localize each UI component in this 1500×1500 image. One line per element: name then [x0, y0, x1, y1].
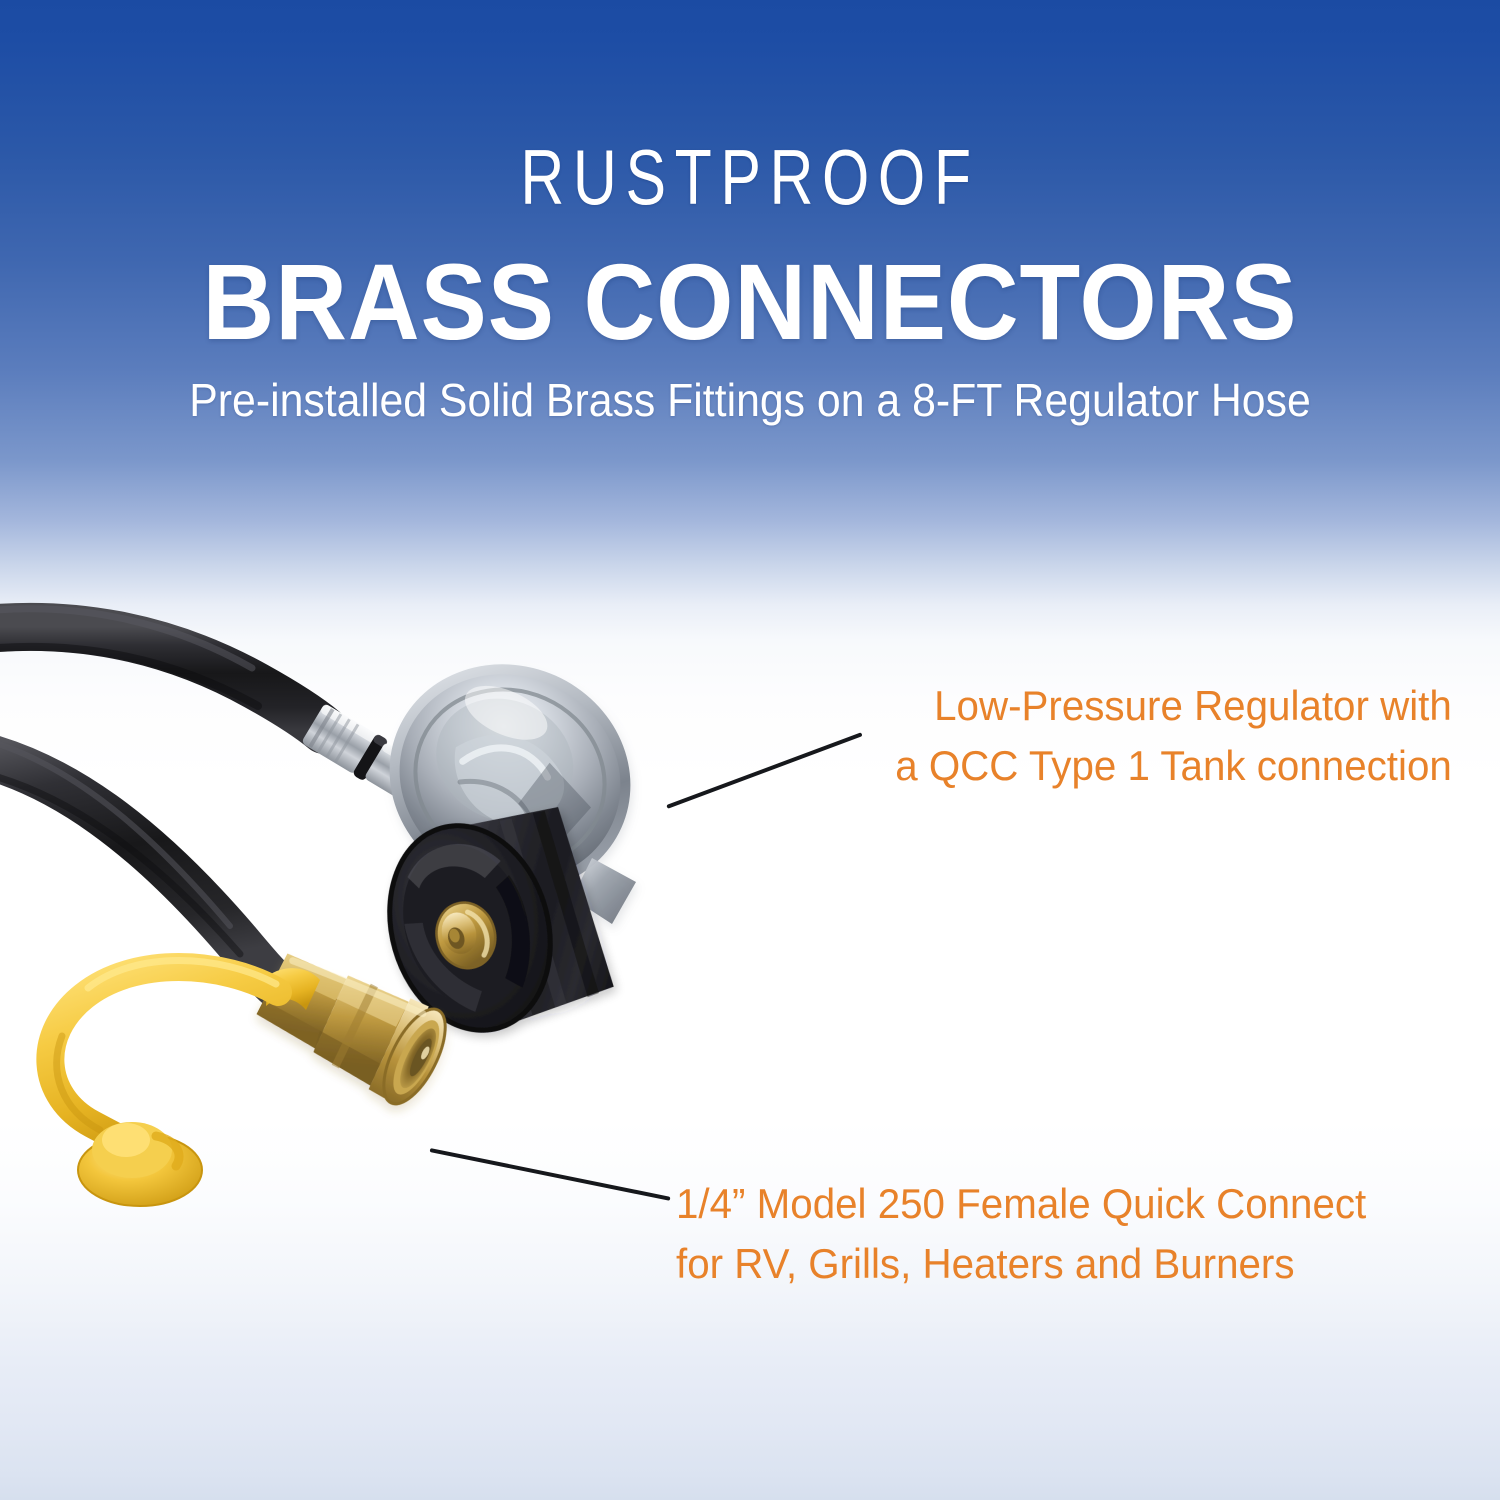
callout-quick-connect-line1: 1/4” Model 250 Female Quick Connect [676, 1180, 1367, 1227]
brass-nipple [435, 901, 497, 970]
callout-regulator-line1: Low-Pressure Regulator with [934, 682, 1452, 729]
lower-hose [0, 736, 303, 1011]
yellow-dust-cap [36, 953, 320, 1207]
upper-hose [0, 602, 348, 754]
callout-quick-connect-line2: for RV, Grills, Heaters and Burners [676, 1239, 1295, 1287]
callout-regulator: Low-Pressure Regulator with a QCC Type 1… [895, 676, 1452, 795]
callout-regulator-line2: a QCC Type 1 Tank connection [895, 741, 1452, 789]
qcc-knob [387, 807, 614, 1033]
eyebrow-text: RUSTPROOF [520, 133, 980, 221]
regulator-dome [389, 664, 636, 924]
page-title: BRASS CONNECTORS [202, 241, 1298, 362]
brass-quick-connect [256, 953, 447, 1106]
subheadline-text: Pre-installed Solid Brass Fittings on a … [189, 374, 1311, 426]
callout-quick-connect: 1/4” Model 250 Female Quick Connect for … [676, 1174, 1366, 1293]
product-photo [0, 540, 760, 1220]
